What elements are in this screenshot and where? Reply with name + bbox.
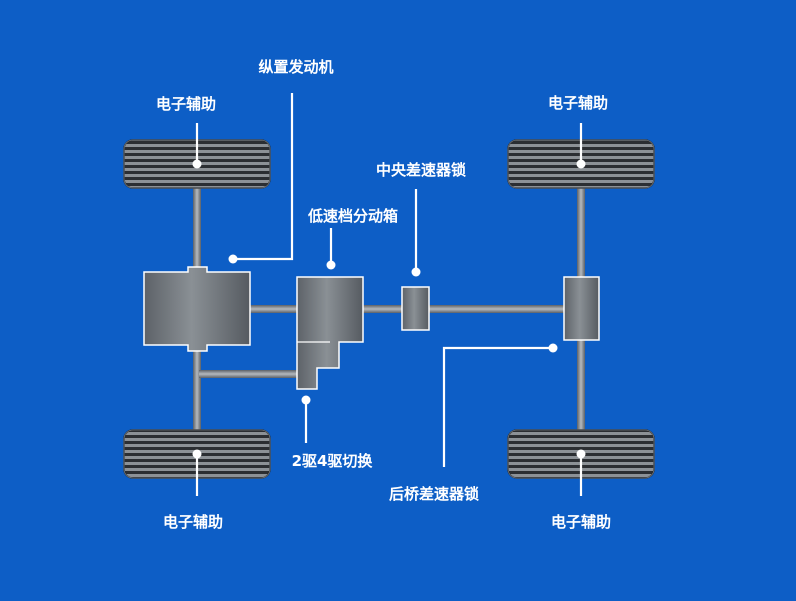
label-wheel-rear-left: 电子辅助 <box>162 513 224 531</box>
callout-engine <box>233 93 294 261</box>
callout-lines <box>195 93 583 496</box>
propeller-shaft <box>362 305 564 313</box>
label-rear-diff-lock: 后桥差速器锁 <box>388 485 480 503</box>
dot-wheel-rear-left <box>192 449 202 459</box>
transfer-case <box>296 276 364 390</box>
dot-center-diff <box>411 267 421 277</box>
label-wheel-front-left: 电子辅助 <box>155 95 217 113</box>
label-transfer-case: 低速档分动箱 <box>307 207 399 225</box>
dot-wheel-rear-right <box>576 449 586 459</box>
engine-block <box>143 266 251 352</box>
label-center-diff-lock: 中央差速器锁 <box>375 161 467 179</box>
callout-dots <box>192 159 586 459</box>
center-differential <box>401 286 430 331</box>
label-mode-switch: 2驱4驱切换 <box>291 452 373 470</box>
label-engine: 纵置发动机 <box>258 58 334 76</box>
callout-rear-diff <box>442 346 553 467</box>
dot-wheel-front-left <box>192 159 202 169</box>
dot-wheel-front-right <box>576 159 586 169</box>
dot-engine <box>228 254 238 264</box>
dot-mode-switch <box>301 395 311 405</box>
label-wheel-front-right: 电子辅助 <box>547 94 609 112</box>
front-output-shaft <box>199 370 299 378</box>
dot-transfer-case <box>326 260 336 270</box>
rear-differential <box>563 276 600 341</box>
label-wheel-rear-right: 电子辅助 <box>550 513 612 531</box>
engine-to-transfer-shaft <box>249 305 299 313</box>
dot-rear-diff <box>548 343 558 353</box>
